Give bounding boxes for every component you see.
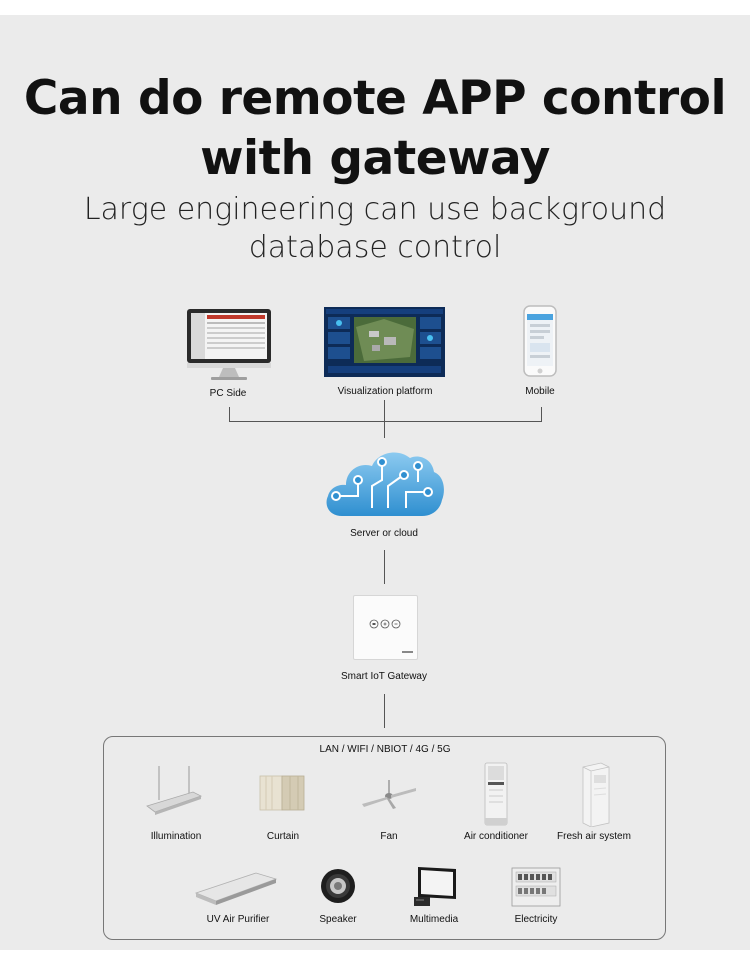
device-label-speaker: Speaker — [319, 914, 357, 925]
connector-platform — [384, 400, 385, 438]
title-line-2: with gateway — [200, 131, 550, 186]
device-label-electricity: Electricity — [514, 914, 558, 925]
subtitle-line-1: Large engineering can use background — [83, 192, 667, 227]
mobile-label: Mobile — [525, 386, 555, 397]
speaker-icon — [320, 868, 356, 909]
device-label-fan: Fan — [380, 831, 398, 842]
connector-cloud-gateway — [384, 550, 385, 584]
device-label-curtain: Curtain — [266, 831, 300, 842]
fan-icon — [360, 780, 418, 815]
mobile-phone-icon — [523, 305, 557, 382]
device-label-fresh-air-system: Fresh air system — [557, 831, 631, 842]
title-line-1: Can do remote APP control — [23, 71, 727, 126]
smart-iot-gateway-label: Smart IoT Gateway — [341, 671, 427, 682]
uv-air-purifier-icon — [194, 853, 278, 910]
curtain-icon — [258, 774, 308, 819]
electricity-panel-icon — [511, 867, 561, 912]
connector-horizontal — [229, 421, 542, 422]
network-protocols-label: LAN / WIFI / NBIOT / 4G / 5G — [319, 744, 451, 755]
connector-gateway-devices — [384, 694, 385, 728]
connector-pc — [229, 407, 230, 422]
device-label-illumination: Illumination — [150, 831, 202, 842]
device-label-multimedia: Multimedia — [409, 914, 459, 925]
server-or-cloud-label: Server or cloud — [350, 528, 418, 539]
fresh-air-system-icon — [579, 761, 611, 832]
visualization-dashboard-icon — [324, 307, 445, 382]
gateway-panel-icon — [353, 595, 418, 660]
devices-panel — [103, 736, 666, 940]
illumination-icon — [143, 766, 205, 827]
pc-monitor-icon — [185, 309, 273, 386]
device-label-uv-air-purifier: UV Air Purifier — [206, 914, 270, 925]
connector-mobile — [541, 407, 542, 422]
device-label-air-conditioner: Air conditioner — [464, 831, 528, 842]
visualization-platform-label: Visualization platform — [337, 386, 433, 397]
subtitle-line-2: database control — [248, 230, 502, 265]
cloud-server-icon — [322, 446, 446, 525]
pc-side-label: PC Side — [209, 388, 247, 399]
multimedia-icon — [412, 865, 458, 912]
air-conditioner-icon — [484, 762, 508, 831]
